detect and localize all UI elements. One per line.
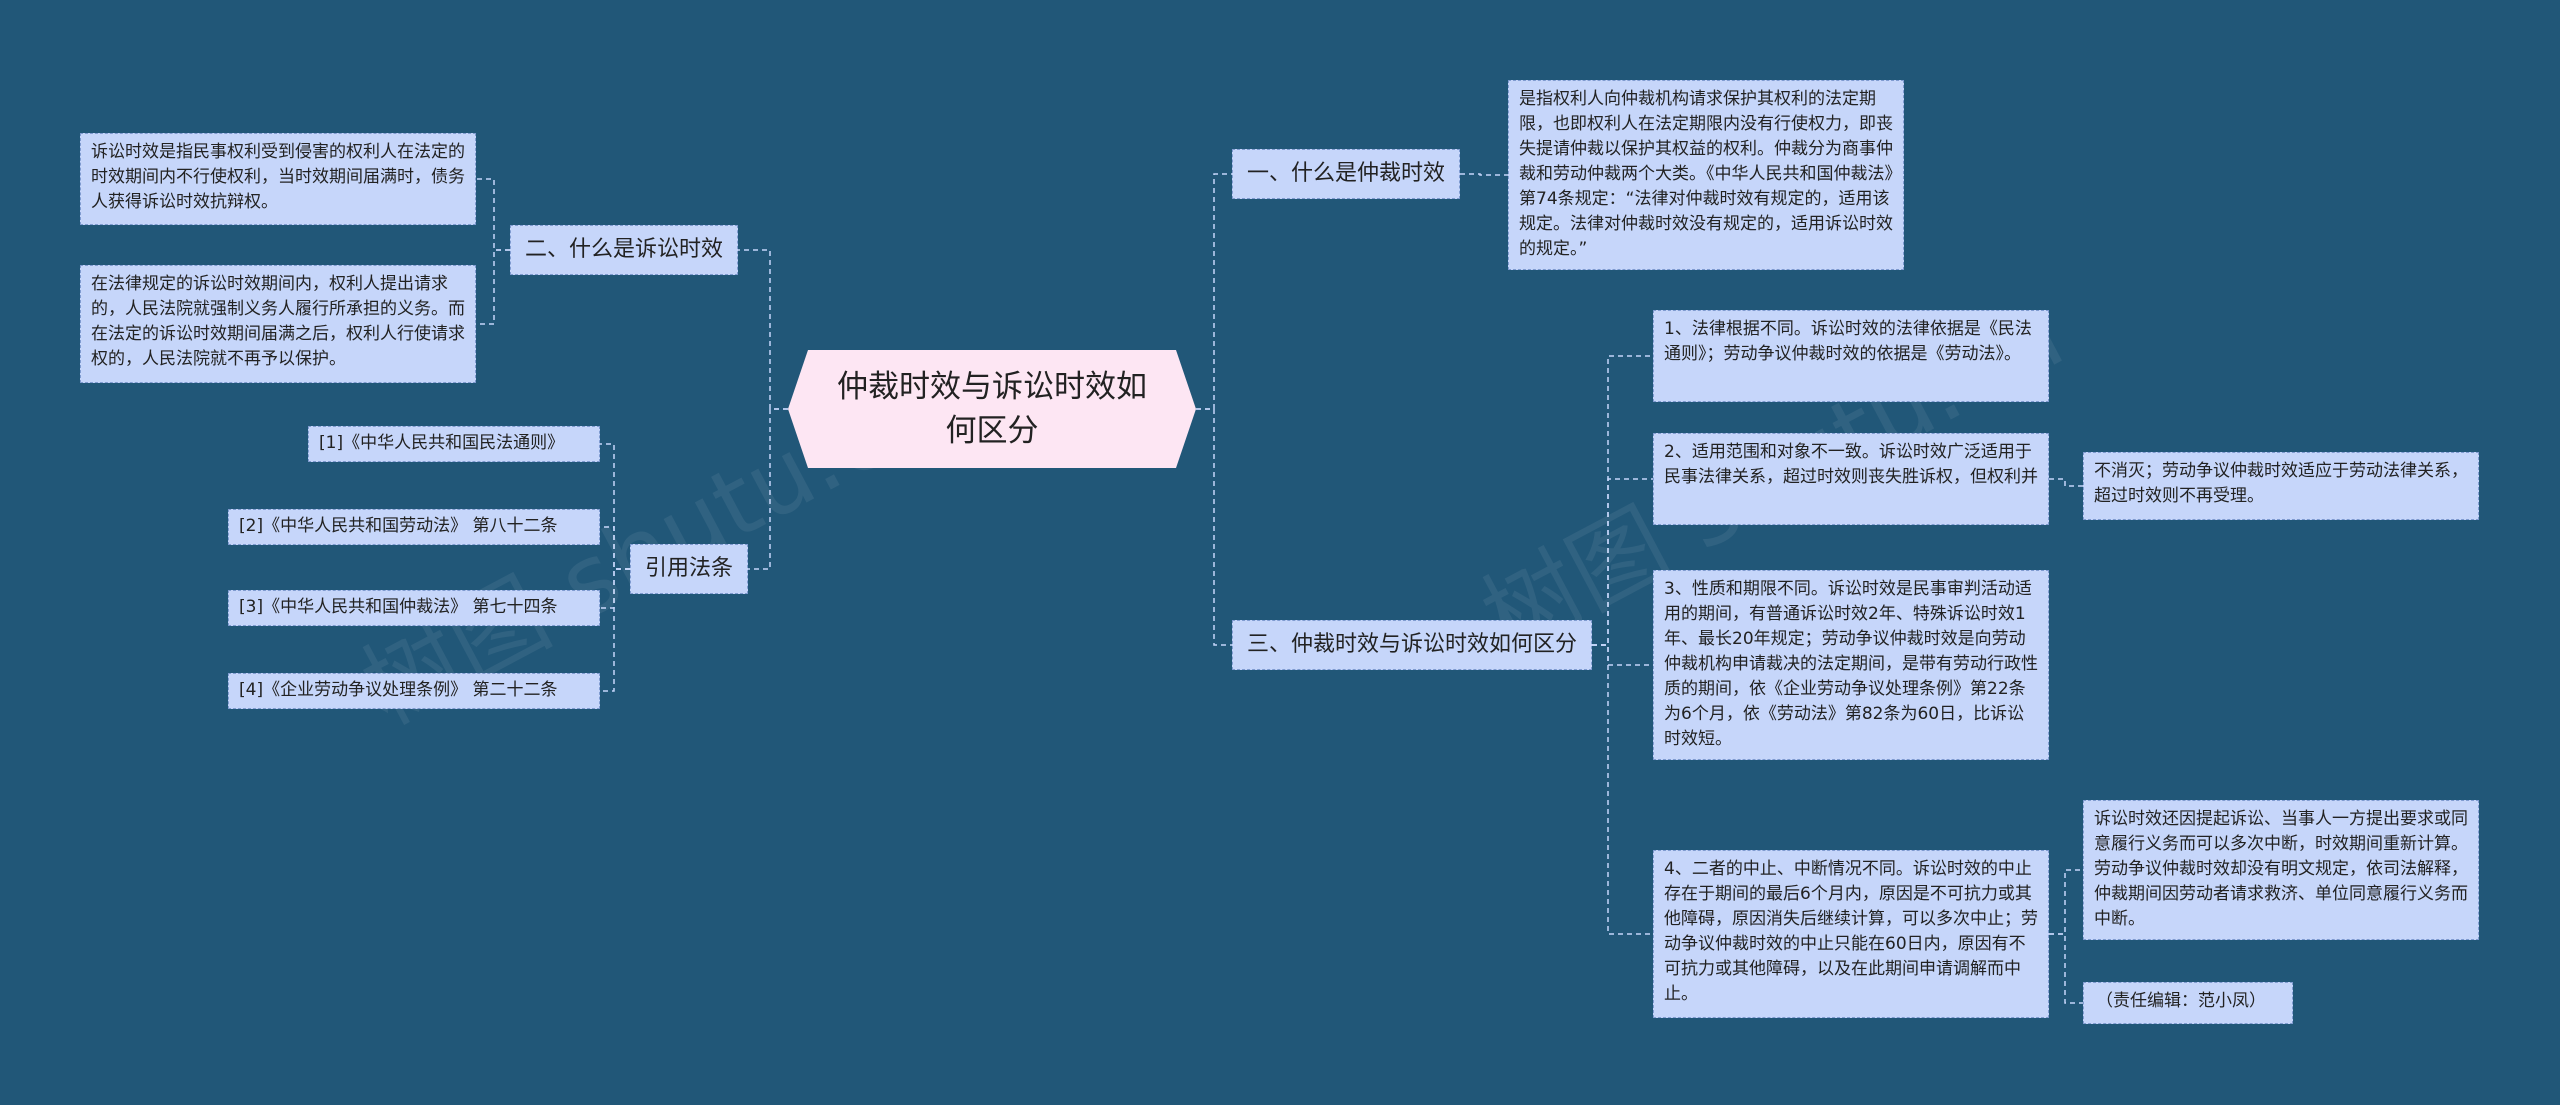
connector-line xyxy=(600,568,630,609)
difference-nature-and-period[interactable]: 3、性质和期限不同。诉讼时效是民事审判活动适用的期间，有普通诉讼时效2年、特殊诉… xyxy=(1653,570,2049,760)
branch-what-is-arbitration-limitation[interactable]: 一、什么是仲裁时效 xyxy=(1232,149,1461,199)
law-ref-3[interactable]: [3]《中华人民共和国仲裁法》 第七十四条 xyxy=(228,590,600,626)
law-ref-2[interactable]: [2]《中华人民共和国劳动法》 第八十二条 xyxy=(228,509,600,545)
connector-line xyxy=(600,526,630,570)
connector-line xyxy=(600,568,630,692)
connector-line xyxy=(2049,869,2083,935)
connector-line xyxy=(1196,173,1232,410)
connector-line xyxy=(1592,644,1653,935)
litigation-protection-note[interactable]: 在法律规定的诉讼时效期间内，权利人提出请求的，人民法院就强制义务人履行所承担的义… xyxy=(80,265,476,383)
connector-line xyxy=(476,178,510,251)
litigation-definition-note[interactable]: 诉讼时效是指民事权利受到侵害的权利人在法定的时效期间内不行使权利，当时效期间届满… xyxy=(80,133,476,225)
connector-line xyxy=(2049,933,2083,1004)
difference-legal-basis[interactable]: 1、法律根据不同。诉讼时效的法律依据是《民法通则》；劳动争议仲裁时效的依据是《劳… xyxy=(1653,310,2049,402)
difference-suspension-interruption[interactable]: 4、二者的中止、中断情况不同。诉讼时效的中止存在于期间的最后6个月内，原因是不可… xyxy=(1653,850,2049,1018)
editor-note[interactable]: （责任编辑：范小凤） xyxy=(2083,982,2293,1024)
connector-line xyxy=(1592,355,1653,646)
connector-line xyxy=(476,249,510,325)
law-ref-1[interactable]: [1]《中华人民共和国民法通则》 xyxy=(308,426,600,462)
difference-scope-continued[interactable]: 不消灭；劳动争议仲裁时效适应于劳动法律关系，超过时效则不再受理。 xyxy=(2083,452,2479,520)
connector-line xyxy=(748,408,788,570)
branch-cited-laws[interactable]: 引用法条 xyxy=(630,544,749,594)
difference-scope[interactable]: 2、适用范围和对象不一致。诉讼时效广泛适用于民事法律关系，超过时效则丧失胜诉权，… xyxy=(1653,433,2049,525)
law-ref-4[interactable]: [4]《企业劳动争议处理条例》 第二十二条 xyxy=(228,673,600,709)
connector-line xyxy=(1592,644,1653,666)
interruption-note[interactable]: 诉讼时效还因提起诉讼、当事人一方提出要求或同意履行义务而可以多次中断，时效期间重… xyxy=(2083,800,2479,940)
connector-line xyxy=(738,249,788,410)
branch-what-is-litigation-limitation[interactable]: 二、什么是诉讼时效 xyxy=(510,225,739,275)
branch-how-to-distinguish[interactable]: 三、仲裁时效与诉讼时效如何区分 xyxy=(1232,620,1593,670)
arbitration-definition-note[interactable]: 是指权利人向仲裁机构请求保护其权利的法定期限，也即权利人在法定期限内没有行使权力… xyxy=(1508,80,1904,270)
connector-line xyxy=(1592,478,1653,646)
connector-line xyxy=(600,443,630,570)
connector-line xyxy=(1460,173,1508,176)
connector-line xyxy=(2049,478,2083,487)
root-topic[interactable]: 仲裁时效与诉讼时效如何区分 xyxy=(788,350,1196,468)
connector-line xyxy=(1196,408,1232,646)
